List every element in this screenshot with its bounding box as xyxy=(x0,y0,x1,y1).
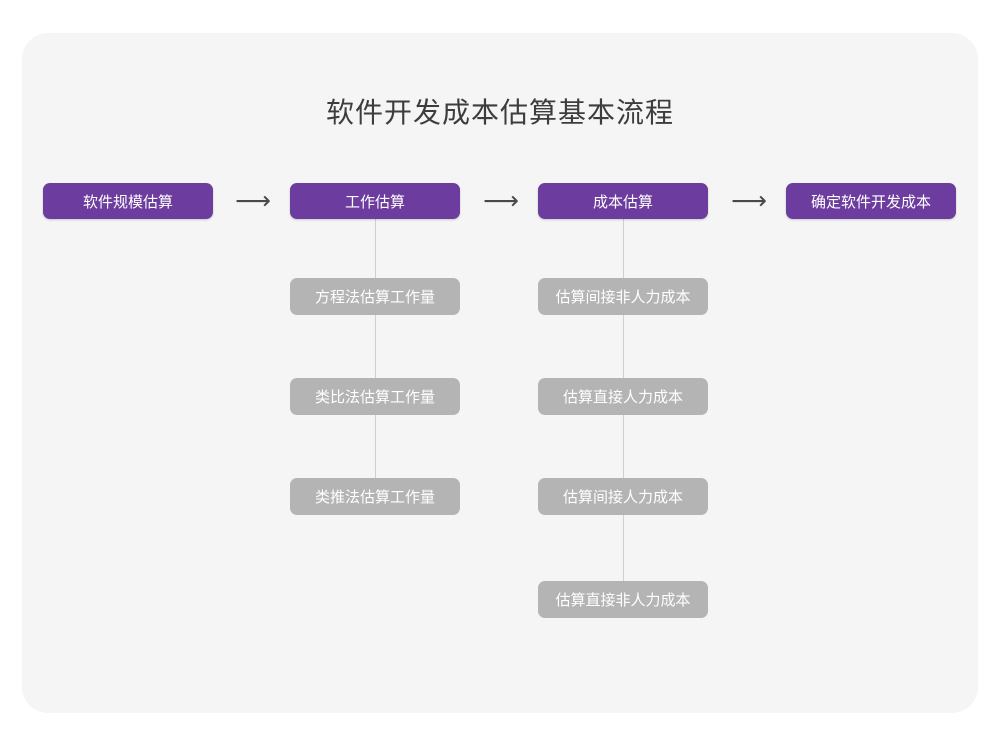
node-equation-method-effort[interactable]: 方程法估算工作量 xyxy=(290,278,460,315)
arrow-glyph: ⟶ xyxy=(235,186,271,215)
node-label: 估算间接非人力成本 xyxy=(555,289,691,306)
node-indirect-nonlabor-cost[interactable]: 估算间接非人力成本 xyxy=(538,278,708,315)
node-label: 方程法估算工作量 xyxy=(314,289,435,306)
node-label: 估算间接人力成本 xyxy=(562,489,683,506)
node-label: 类推法估算工作量 xyxy=(314,489,435,506)
page-title: 软件开发成本估算基本流程 xyxy=(325,97,674,128)
node-label: 类比法估算工作量 xyxy=(314,389,435,406)
arrow-glyph: ⟶ xyxy=(731,186,767,215)
connector-n3a-to-n3b xyxy=(623,315,624,378)
node-label: 估算直接非人力成本 xyxy=(555,592,691,609)
diagram-card xyxy=(22,33,978,713)
arrow-right-icon-1: ⟶ xyxy=(223,183,283,219)
node-label: 工作估算 xyxy=(344,193,405,211)
arrow-glyph: ⟶ xyxy=(483,186,519,215)
connector-n2a-to-n2b xyxy=(375,315,376,378)
node-direct-labor-cost[interactable]: 估算直接人力成本 xyxy=(538,378,708,415)
connector-n2-to-n2a xyxy=(375,219,376,278)
connector-n3c-to-n3d xyxy=(623,515,624,581)
arrow-right-icon-2: ⟶ xyxy=(471,183,531,219)
connector-n2b-to-n2c xyxy=(375,415,376,478)
node-indirect-labor-cost[interactable]: 估算间接人力成本 xyxy=(538,478,708,515)
node-determine-development-cost[interactable]: 确定软件开发成本 xyxy=(786,183,956,219)
node-inference-method-effort[interactable]: 类推法估算工作量 xyxy=(290,478,460,515)
node-label: 确定软件开发成本 xyxy=(810,193,931,211)
node-software-scale-estimation[interactable]: 软件规模估算 xyxy=(43,183,213,219)
node-analogy-method-effort[interactable]: 类比法估算工作量 xyxy=(290,378,460,415)
node-label: 成本估算 xyxy=(592,193,653,211)
node-effort-estimation[interactable]: 工作估算 xyxy=(290,183,460,219)
node-cost-estimation[interactable]: 成本估算 xyxy=(538,183,708,219)
connector-n3-to-n3a xyxy=(623,219,624,278)
node-label: 估算直接人力成本 xyxy=(562,389,683,406)
arrow-right-icon-3: ⟶ xyxy=(719,183,779,219)
connector-n3b-to-n3c xyxy=(623,415,624,478)
node-label: 软件规模估算 xyxy=(82,193,173,211)
node-direct-nonlabor-cost[interactable]: 估算直接非人力成本 xyxy=(538,581,708,618)
